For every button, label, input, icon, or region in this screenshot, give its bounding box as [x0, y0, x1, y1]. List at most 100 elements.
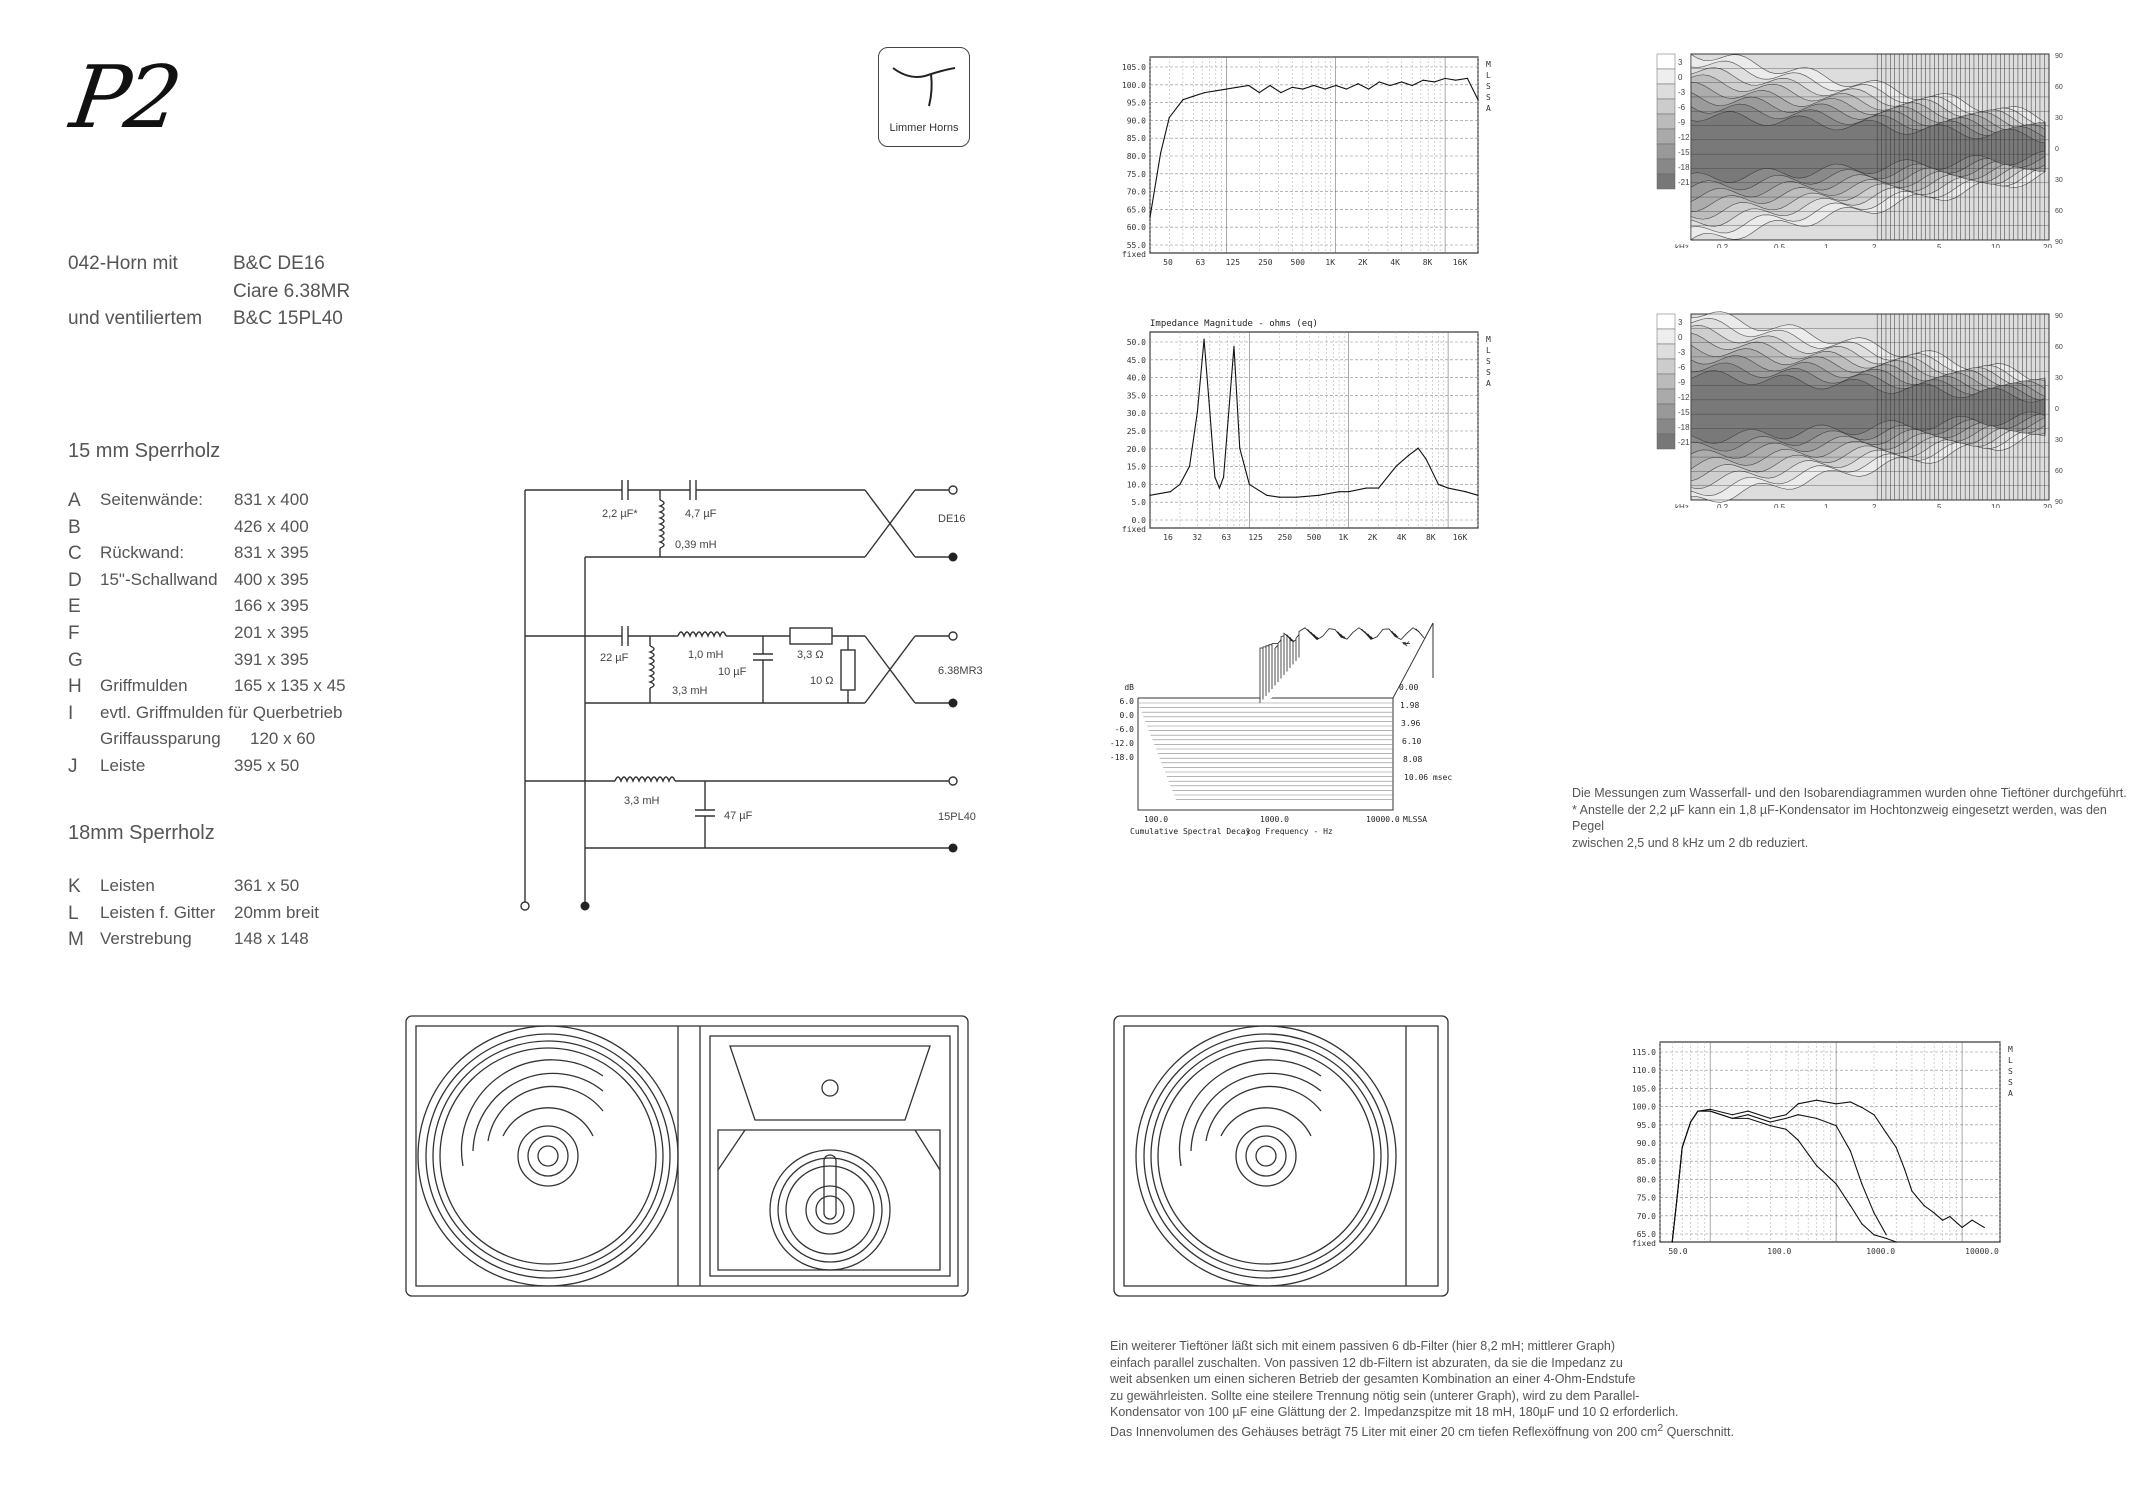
legend-tick-label: -21	[1678, 438, 1690, 447]
legend-tick-label: -15	[1678, 408, 1690, 417]
y-tick-label: 0.0	[1120, 711, 1135, 720]
data-point	[1885, 1132, 1887, 1134]
cabinet-rear-drawing	[1113, 1015, 1449, 1297]
row-label: 15"-Schallwand	[100, 569, 218, 589]
label-c3: 22 µF	[600, 652, 629, 664]
logo-text: Limmer Horns	[889, 122, 959, 134]
x-tick-label: 10	[1991, 503, 2000, 508]
x-tick-label: 500	[1307, 533, 1322, 540]
mlssa-label: MLSSA	[1403, 815, 1427, 824]
legend-tick-label: -3	[1678, 88, 1686, 97]
data-point	[1280, 92, 1282, 94]
x-tick-label: 2K	[1368, 533, 1378, 540]
y-tick-label: -18.0	[1110, 753, 1134, 762]
label-l4: 3,3 mH	[624, 795, 660, 807]
legend-swatch	[1656, 388, 1676, 405]
y-tick-label: 0	[2055, 146, 2059, 153]
x-tick-label: 1000.0	[1866, 1247, 1895, 1256]
y-tick-label: 10.0	[1127, 480, 1146, 489]
y-tick-label: 0	[2055, 406, 2059, 413]
legend-swatch	[1656, 113, 1676, 130]
data-point	[1983, 1226, 1985, 1229]
x-tick-label: 20	[2043, 243, 2052, 248]
data-point	[1861, 1223, 1863, 1225]
data-point	[1477, 99, 1479, 101]
section-heading-18mm: 18mm Sperrholz	[68, 822, 215, 844]
legend-tick-label: 0	[1678, 73, 1683, 82]
data-point	[1849, 1101, 1852, 1103]
label-l1: 0,39 mH	[675, 539, 717, 551]
row-value: 400 x 395	[234, 569, 309, 589]
y-tick-label: 90	[2055, 499, 2063, 506]
mlssa-label-char: S	[1486, 82, 1491, 91]
crossover-schematic: 2,2 µF* 4,7 µF 0,39 mH DE16 22 µF 1,0 mH…	[520, 480, 983, 911]
time-tick-label: 6.10	[1402, 737, 1421, 746]
horn-logo-icon	[892, 67, 956, 107]
y-tick-label: 105.0	[1632, 1084, 1656, 1093]
label-c5: 47 µF	[724, 810, 753, 822]
time-tick-label: 1.98	[1400, 701, 1419, 710]
y-tick-label: 95.0	[1127, 99, 1146, 108]
label-de16: DE16	[938, 513, 966, 525]
data-point	[1400, 81, 1403, 83]
y-tick-label: 45.0	[1127, 356, 1146, 365]
data-point	[1815, 1099, 1818, 1101]
x-tick-label: 125	[1248, 533, 1263, 540]
row-value: 120 x 60	[250, 729, 316, 749]
data-point	[1407, 454, 1410, 457]
data-point	[1747, 1110, 1749, 1112]
y-tick-label: 75.0	[1127, 170, 1146, 179]
fixed-label: fixed	[1122, 250, 1146, 259]
label-15pl40: 15PL40	[938, 811, 976, 823]
y-tick-label: -6.0	[1115, 725, 1134, 734]
row-value: 20mm breit	[234, 902, 320, 922]
series-line-0	[1671, 1099, 1985, 1243]
y-tick-label: 25.0	[1127, 427, 1146, 436]
y-tick-label: 30	[2055, 115, 2063, 122]
data-point	[1348, 491, 1350, 493]
measurement-note: Die Messungen zum Wasserfall- und den Is…	[1572, 786, 2127, 850]
data-point	[1731, 1117, 1733, 1119]
data-point	[1895, 1241, 1897, 1243]
row-letter: D	[68, 569, 82, 591]
y-tick-label: 90.0	[1127, 116, 1146, 125]
data-point	[1885, 1237, 1887, 1239]
data-point	[1324, 88, 1326, 90]
data-point	[1258, 92, 1260, 94]
x-tick-label: 16	[1163, 533, 1173, 540]
legend-swatch	[1656, 173, 1676, 190]
row-value: 361 x 50	[234, 876, 300, 895]
data-point	[1849, 1205, 1852, 1207]
row-letter: M	[68, 929, 84, 951]
x-tick-label: 4K	[1390, 258, 1400, 267]
x-tick-label: 20	[2043, 503, 2052, 508]
data-point	[1248, 483, 1250, 486]
row-label: Griffaussparung	[100, 729, 221, 749]
row-letter: H	[68, 676, 82, 698]
legend-swatch	[1656, 158, 1676, 175]
data-point	[1417, 447, 1419, 449]
parallel-response-chart: 115.0110.0105.0100.095.090.085.080.075.0…	[1632, 1041, 2013, 1256]
row-value: 166 x 395	[234, 596, 309, 616]
y-tick-label: 6.0	[1120, 697, 1135, 706]
intro-line1-left: 042-Horn mit	[68, 253, 178, 274]
row-letter: G	[68, 649, 83, 671]
row-value: 391 x 395	[234, 649, 309, 669]
x-tick-label: 8K	[1426, 533, 1436, 540]
data-point	[1464, 491, 1467, 493]
data-point	[1785, 1128, 1787, 1130]
legend-swatch	[1656, 53, 1676, 70]
time-tick-label: 3.96	[1401, 719, 1420, 728]
legend-tick-label: 0	[1678, 333, 1683, 342]
x-tick-label: 100.0	[1144, 815, 1168, 824]
x-tick-label: 125	[1226, 258, 1241, 267]
y-tick-label: 70.0	[1637, 1212, 1656, 1221]
y-tick-label: 65.0	[1127, 205, 1146, 214]
data-point	[1233, 345, 1235, 348]
chart-title: Cumulative Spectral Decay	[1130, 827, 1251, 836]
data-point	[1731, 1114, 1733, 1116]
